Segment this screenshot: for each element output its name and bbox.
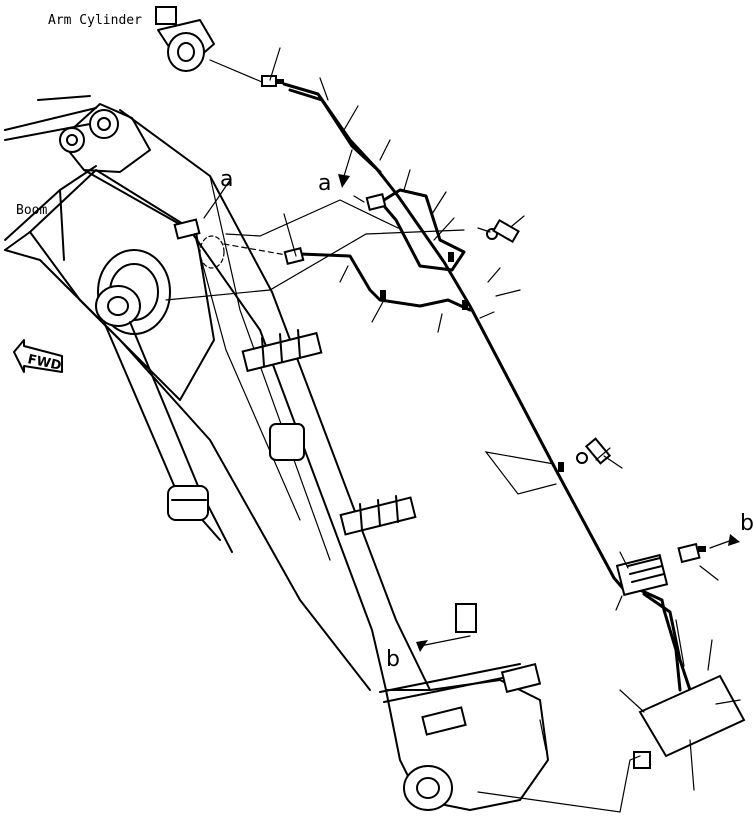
clamp-blocks — [173, 218, 542, 736]
arm-cylinder-label: Arm Cylinder — [48, 13, 142, 28]
arm-cylinder-leader — [209, 59, 263, 83]
leader-top-1 — [269, 47, 281, 81]
ref-label-b-lower: b — [386, 647, 400, 672]
boom-structure — [4, 95, 549, 811]
boom-label: Boom — [16, 203, 47, 218]
ref-label-b-right: b — [740, 511, 754, 536]
hidden-clamp — [199, 235, 305, 461]
arm-cylinder — [155, 6, 215, 72]
boom-cylinder — [95, 249, 233, 553]
leader-lines — [165, 77, 741, 813]
fwd-label: FWD — [26, 352, 63, 374]
arm-cylinder-fitting — [261, 75, 284, 87]
ref-label-a-right: a — [318, 171, 331, 196]
line-fittings — [283, 193, 746, 769]
fwd-arrow-icon: FWD — [13, 339, 63, 374]
ref-label-a-left: a — [220, 167, 233, 192]
